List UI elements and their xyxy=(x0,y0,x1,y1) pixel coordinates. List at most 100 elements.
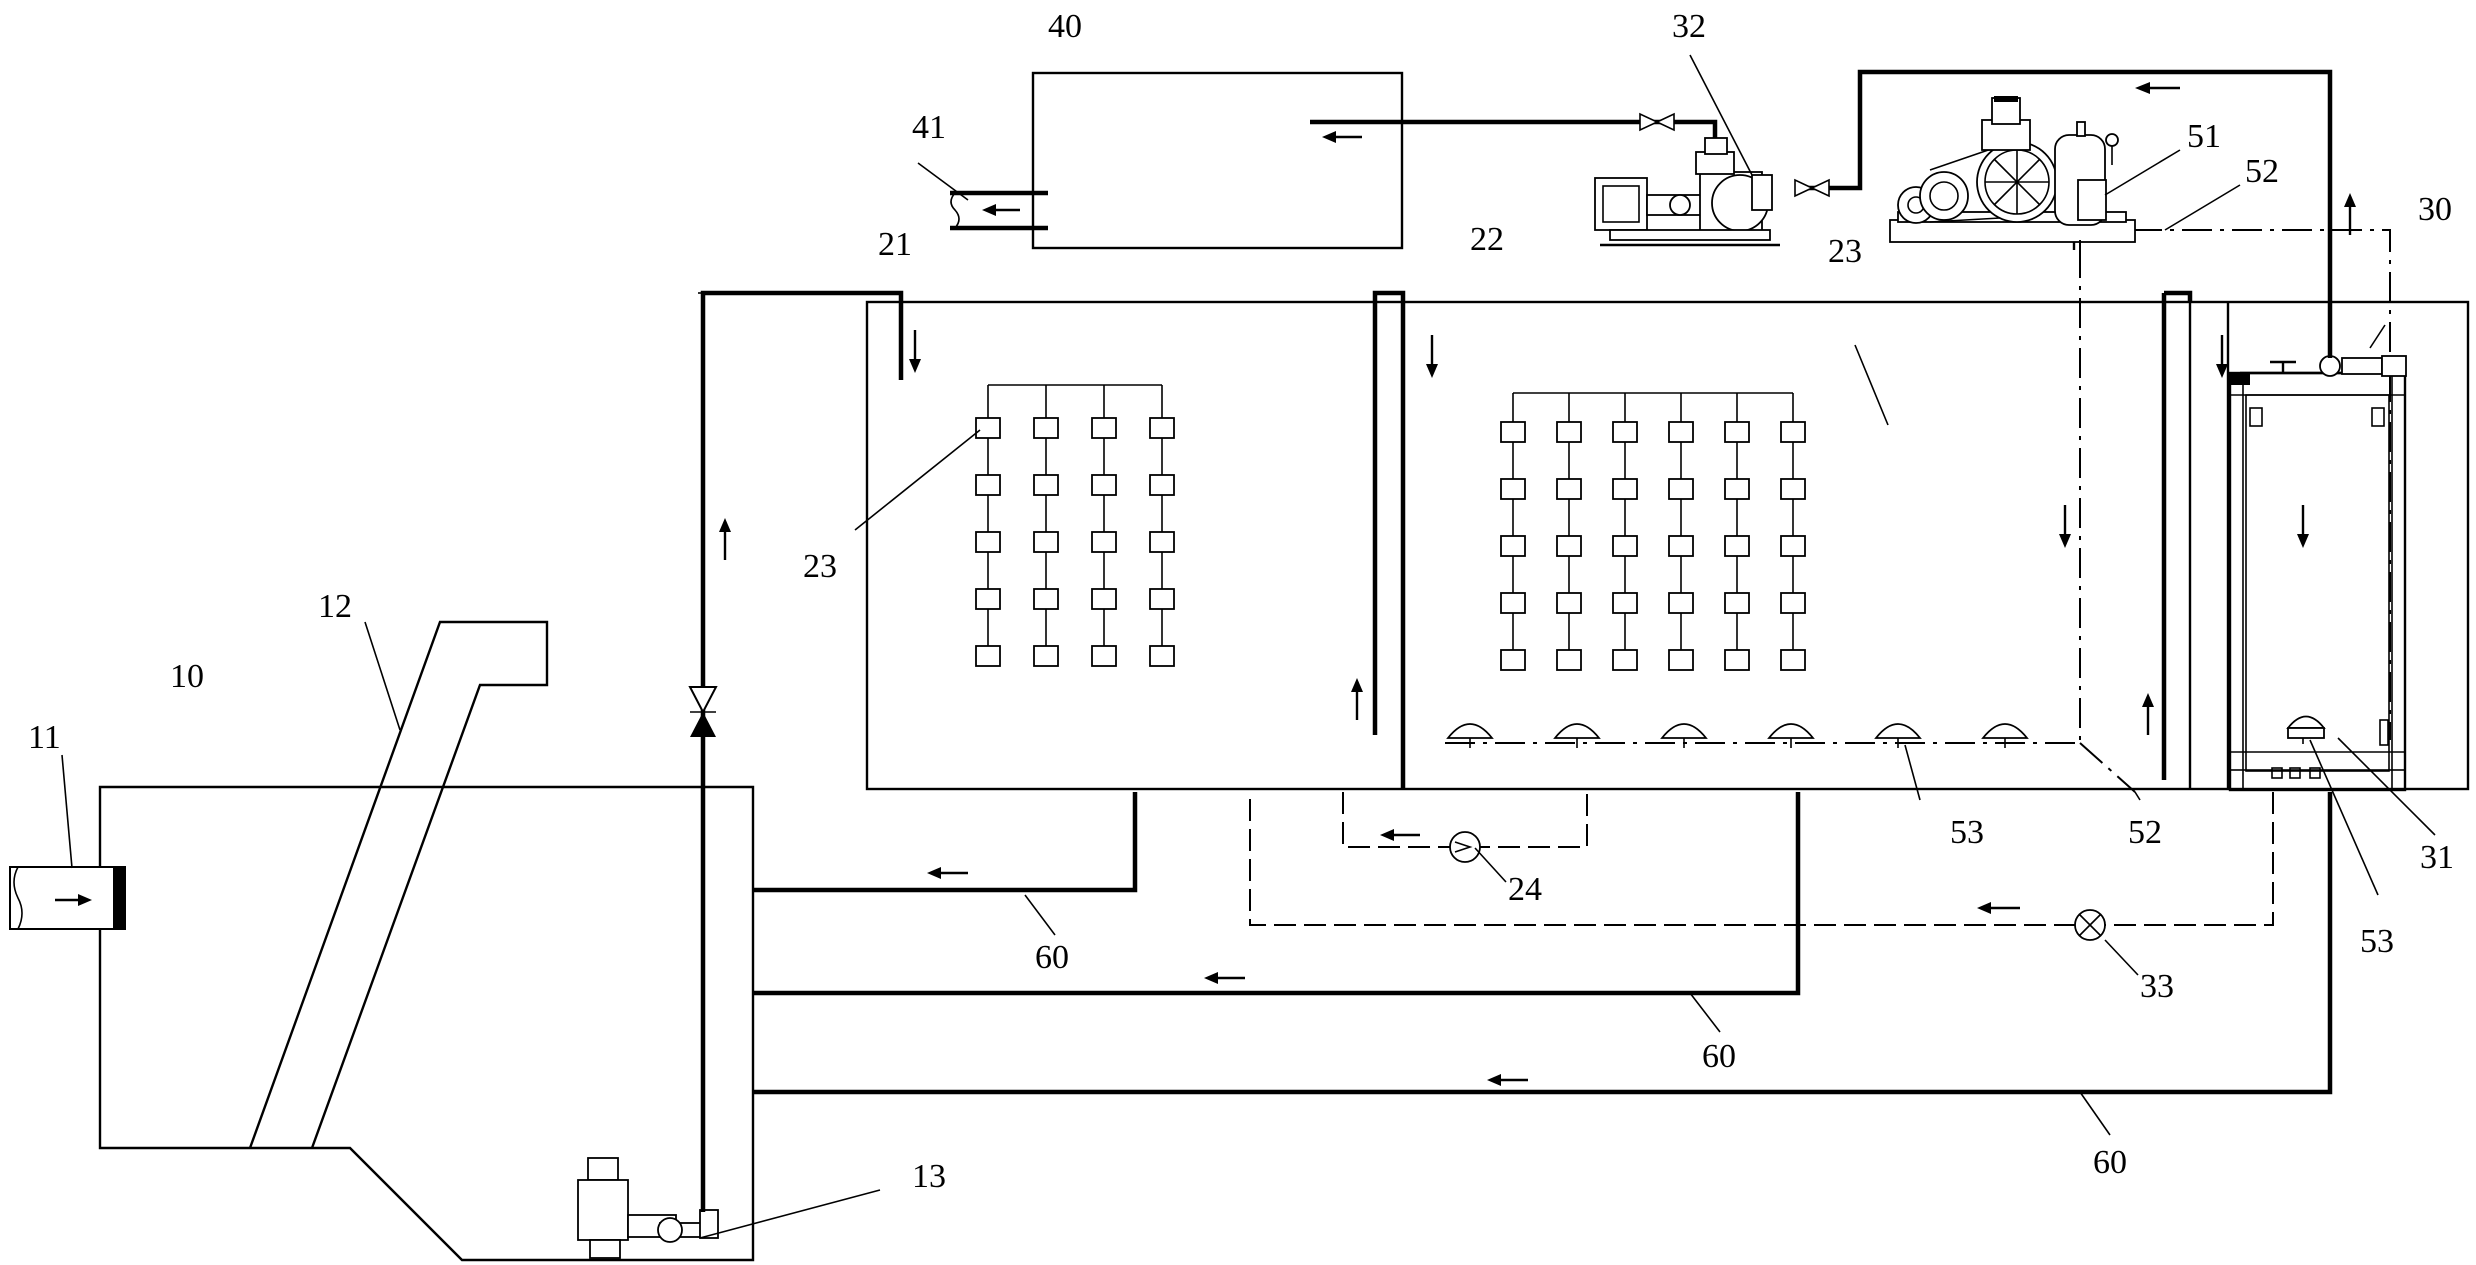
diffuser-element xyxy=(1033,531,1059,553)
aeration-line-52 xyxy=(1445,229,2391,793)
tank-block-outline xyxy=(865,300,2470,791)
aerator-dome xyxy=(1874,723,1922,739)
diffuser-element xyxy=(1033,645,1059,667)
diffuser-element xyxy=(1091,474,1117,496)
diffuser-element xyxy=(1668,478,1694,500)
diffuser-element xyxy=(1724,649,1750,671)
baffle-21-22 xyxy=(1351,290,1438,789)
diffuser-grid-22 xyxy=(1500,392,1806,671)
label-32: 32 xyxy=(1672,8,1706,45)
baffle-22-30 xyxy=(2142,290,2228,780)
sludge-lines-60 xyxy=(753,792,2333,1095)
diffuser-element xyxy=(1556,478,1582,500)
label-60-b: 60 xyxy=(1702,1038,1736,1075)
labels: 10 11 12 13 21 22 23 23 24 30 31 32 33 4… xyxy=(28,8,2454,1195)
diffuser-element xyxy=(1149,531,1175,553)
diffuser-element xyxy=(1033,474,1059,496)
diffuser-element xyxy=(1780,535,1806,557)
lift-pipe xyxy=(688,290,904,1212)
recirculation-line-24 xyxy=(1342,792,1588,863)
label-41: 41 xyxy=(912,109,946,146)
outlet-pipe-41 xyxy=(950,190,1048,231)
diffuser-element xyxy=(1556,649,1582,671)
aerator-dome xyxy=(1767,723,1815,739)
membrane-module-31 xyxy=(2228,355,2407,792)
diffuser-element xyxy=(1500,421,1526,443)
label-53-mid: 53 xyxy=(1950,814,1984,851)
label-23-right: 23 xyxy=(1828,233,1862,270)
permeate-pipe xyxy=(1794,69,2356,358)
aerators-53 xyxy=(1446,723,2029,748)
diffuser-element xyxy=(1668,421,1694,443)
label-22: 22 xyxy=(1470,221,1504,258)
label-60-a: 60 xyxy=(1035,939,1069,976)
diffuser-grid-21 xyxy=(975,384,1175,667)
diffuser-element xyxy=(1149,474,1175,496)
aerator-dome xyxy=(1446,723,1494,739)
diffuser-element xyxy=(1668,592,1694,614)
diffuser-element xyxy=(975,417,1001,439)
diffuser-element xyxy=(1149,588,1175,610)
label-10: 10 xyxy=(170,658,204,695)
diffuser-element xyxy=(1612,478,1638,500)
label-40: 40 xyxy=(1048,8,1082,45)
diffuser-element xyxy=(975,645,1001,667)
diffuser-element xyxy=(1612,535,1638,557)
diffuser-element xyxy=(1091,645,1117,667)
diffuser-element xyxy=(1556,421,1582,443)
diffuser-element xyxy=(1612,421,1638,443)
return-line-33 xyxy=(1249,792,2274,941)
diffuser-element xyxy=(1091,588,1117,610)
diffuser-element xyxy=(1668,649,1694,671)
diffuser-element xyxy=(1556,592,1582,614)
aerator-dome xyxy=(1660,723,1708,739)
diffuser-element xyxy=(1500,649,1526,671)
label-52-bottom: 52 xyxy=(2128,814,2162,851)
label-33: 33 xyxy=(2140,968,2174,1005)
diffuser-element xyxy=(1780,592,1806,614)
label-12: 12 xyxy=(318,588,352,625)
label-52-top: 52 xyxy=(2245,153,2279,190)
diffuser-element xyxy=(1500,478,1526,500)
blower-51 xyxy=(1889,96,2136,250)
diffuser-element xyxy=(1091,531,1117,553)
diffuser-element xyxy=(1724,478,1750,500)
diffuser-element xyxy=(1500,592,1526,614)
aerator-dome xyxy=(1981,723,2029,739)
diffuser-element xyxy=(1668,535,1694,557)
label-51: 51 xyxy=(2187,118,2221,155)
label-21: 21 xyxy=(878,226,912,263)
aerator-dome xyxy=(1553,723,1601,739)
screen-12 xyxy=(248,620,549,1149)
label-13: 13 xyxy=(912,1158,946,1195)
label-31: 31 xyxy=(2420,839,2454,876)
diffuser-element xyxy=(1612,649,1638,671)
diffuser-element xyxy=(1612,592,1638,614)
diffuser-element xyxy=(1500,535,1526,557)
diffuser-element xyxy=(1033,588,1059,610)
diffuser-element xyxy=(1724,592,1750,614)
diffuser-element xyxy=(1556,535,1582,557)
diffuser-element xyxy=(975,588,1001,610)
diffuser-element xyxy=(1780,421,1806,443)
label-11: 11 xyxy=(28,719,61,756)
diffuser-element xyxy=(975,474,1001,496)
diffuser-element xyxy=(1724,535,1750,557)
suction-pump-32 xyxy=(1594,137,1780,247)
diffuser-element xyxy=(1091,417,1117,439)
label-53-right: 53 xyxy=(2360,923,2394,960)
tank-10-outline xyxy=(98,785,755,1262)
label-24: 24 xyxy=(1508,871,1542,908)
label-23-left: 23 xyxy=(803,548,837,585)
tank-40 xyxy=(1031,71,1404,250)
leader-lines xyxy=(61,54,2436,1239)
diffuser-element xyxy=(1780,478,1806,500)
diffuser-element xyxy=(975,531,1001,553)
label-60-c: 60 xyxy=(2093,1144,2127,1181)
pipe-32-to-40 xyxy=(1310,112,1718,143)
inlet-pipe-11 xyxy=(9,866,126,930)
diffuser-element xyxy=(1724,421,1750,443)
diffuser-element xyxy=(1033,417,1059,439)
